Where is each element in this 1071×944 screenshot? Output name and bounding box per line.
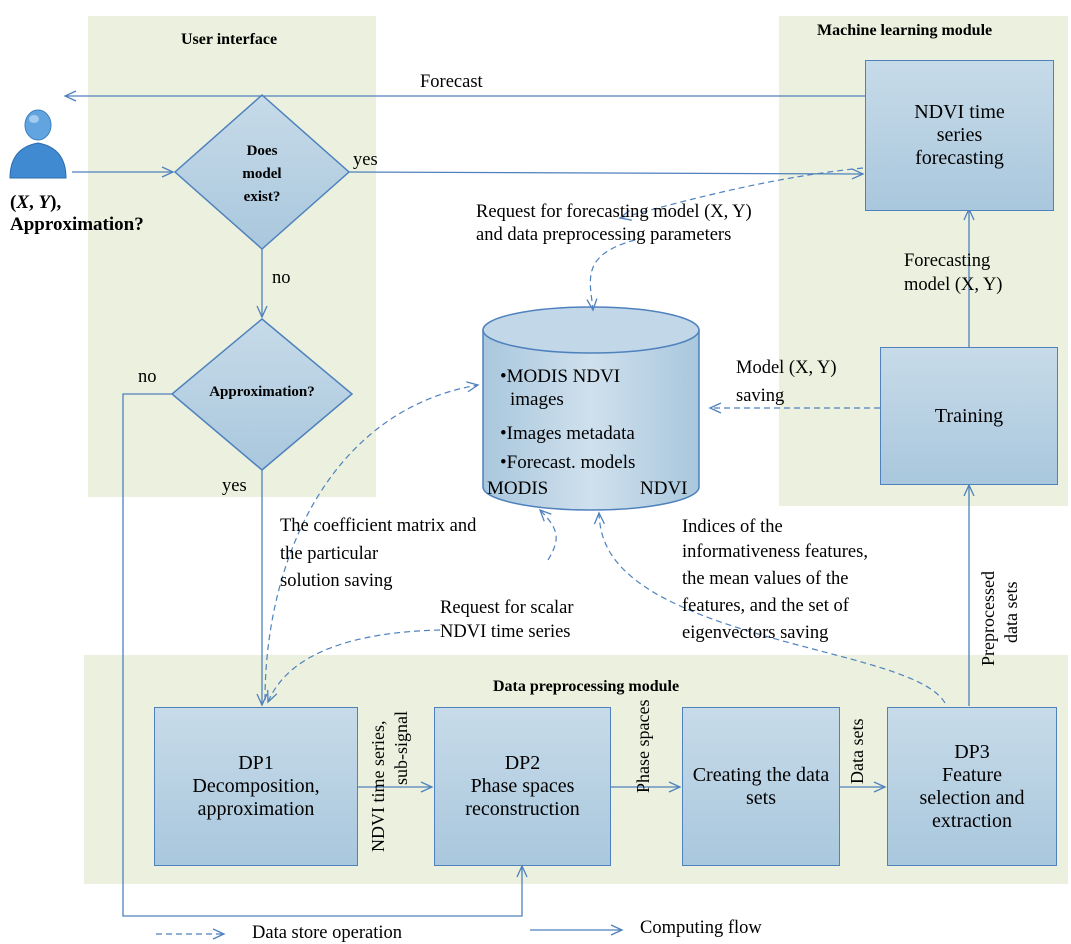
model-saving-annotation-line1: Model (X, Y): [736, 358, 837, 378]
coefficient-annotation-line1: The coefficient matrix and: [280, 516, 477, 536]
user-input-open: (: [10, 192, 17, 213]
model-exists-line2: model: [242, 166, 282, 182]
coefficient-annotation-line2: the particular: [280, 544, 379, 564]
forecasting-model-annotation-line2: model (X, Y): [904, 275, 1003, 295]
db-item-2: •Images metadata: [500, 423, 635, 444]
forecast-label: Forecast: [420, 72, 483, 92]
ndvi-forecasting-box: NDVI time series forecasting: [865, 60, 1054, 211]
training-label: Training: [934, 404, 1004, 427]
dp3-line4: extraction: [932, 809, 1012, 832]
indices-annotation-line3: the mean values of the: [682, 569, 849, 589]
data-preprocessing-title: Data preprocessing module: [493, 678, 680, 695]
dp1-box: DP1 Decomposition, approximation: [154, 707, 358, 866]
creating-line1: Creating the data: [692, 763, 830, 786]
ndvi-forecasting-line3: forecasting: [915, 147, 1004, 169]
scalar-request-annotation-line2: NDVI time series: [440, 622, 571, 642]
legend-solid-label: Computing flow: [640, 918, 762, 938]
db-item-modis-ndvi: MODIS NDVI: [506, 366, 621, 387]
training-box: Training: [880, 347, 1058, 485]
dp1-line2: Decomposition,: [192, 775, 320, 797]
dp2-line2: Phase spaces: [470, 775, 575, 797]
scalar-request-to-dp1-dashed-arrow: [267, 629, 441, 704]
creating-line2: sets: [746, 786, 776, 809]
coefficient-annotation-line3: solution saving: [280, 571, 393, 591]
db-item-metadata: Images metadata: [506, 423, 635, 444]
yes-label-2: yes: [222, 476, 247, 496]
model-saving-annotation-line2: saving: [736, 386, 785, 406]
model-exists-line1: Does: [246, 143, 278, 159]
legend-dashed-label: Data store operation: [252, 923, 402, 943]
db-bottom-left: MODIS: [487, 478, 549, 499]
dp1-line1: DP1: [238, 752, 274, 774]
dp2-line3: reconstruction: [465, 798, 580, 820]
indices-annotation-line1: Indices of the: [682, 517, 783, 537]
indices-annotation-line5: eigenvectors saving: [682, 623, 829, 643]
yes-to-forecasting-arrow: [348, 168, 865, 180]
request-model-annotation-line1: Request for forecasting model (X, Y): [476, 202, 752, 222]
db-bottom-right: NDVI: [640, 478, 688, 499]
dp3-box: DP3 Feature selection and extraction: [887, 707, 1057, 866]
coefficient-saving-dashed-arrow: [264, 381, 480, 701]
db-item-1: •MODIS NDVI: [500, 366, 621, 387]
user-icon: [9, 109, 67, 179]
ndvi-forecasting-line1: NDVI time: [914, 101, 1005, 123]
ndvi-forecasting-line2: series: [936, 124, 983, 146]
user-input-x: X: [16, 192, 30, 213]
user-input-close: ),: [50, 192, 62, 213]
approximation-label: Approximation?: [209, 384, 315, 400]
db-item-3: •Forecast. models: [500, 452, 636, 473]
ndvi-subsignal-label-line2: sub-signal: [391, 711, 411, 785]
scalar-request-annotation-line1: Request for scalar: [440, 598, 574, 618]
data-sets-label: Data sets: [847, 718, 867, 784]
dp3-line3: selection and: [919, 786, 1025, 809]
indices-annotation-line2: informativeness features,: [682, 542, 868, 562]
preprocessed-label-line1: Preprocessed: [978, 571, 998, 666]
ndvi-subsignal-label-line1: NDVI time series,: [368, 720, 388, 852]
user-interface-title: User interface: [181, 31, 278, 48]
dp3-line2: Feature: [942, 763, 1002, 786]
user-input-approximation: Approximation?: [10, 214, 144, 235]
scalar-request-dashed-arrow: [538, 508, 557, 561]
phase-spaces-label: Phase spaces: [633, 699, 653, 793]
request-model-dashed-arrow: [618, 167, 864, 221]
forecasting-model-annotation-line1: Forecasting: [904, 251, 991, 271]
indices-annotation-line4: features, and the set of: [682, 596, 849, 616]
database-cylinder: [482, 306, 700, 511]
no-bypass-arrow: [122, 393, 528, 917]
machine-learning-title: Machine learning module: [817, 22, 993, 39]
creating-data-sets-box: Creating the data sets: [682, 707, 840, 866]
dp3-line1: DP3: [954, 740, 990, 763]
dp2-line1: DP2: [504, 752, 541, 774]
model-exists-line3: exist?: [243, 189, 281, 205]
yes-label-1: yes: [353, 150, 378, 170]
no-label-1: no: [272, 268, 291, 288]
dp2-box: DP2 Phase spaces reconstruction: [434, 707, 611, 866]
user-input-sep: ,: [29, 192, 39, 213]
db-item-1b: images: [510, 389, 564, 410]
request-model-annotation-line2: and data preprocessing parameters: [476, 225, 732, 245]
preprocessed-label-line2: data sets: [1001, 581, 1021, 643]
dp1-line3: approximation: [197, 798, 315, 820]
request-model-to-db-dashed-arrow: [586, 239, 636, 312]
indices-saving-dashed-arrow: [593, 511, 946, 704]
no-label-2: no: [138, 367, 157, 387]
db-item-models: Forecast. models: [506, 452, 636, 473]
user-input-y: Y: [38, 192, 51, 213]
model-exists-label: Does model exist?: [212, 140, 312, 209]
user-input-coordinates: (X, Y),: [10, 192, 61, 213]
